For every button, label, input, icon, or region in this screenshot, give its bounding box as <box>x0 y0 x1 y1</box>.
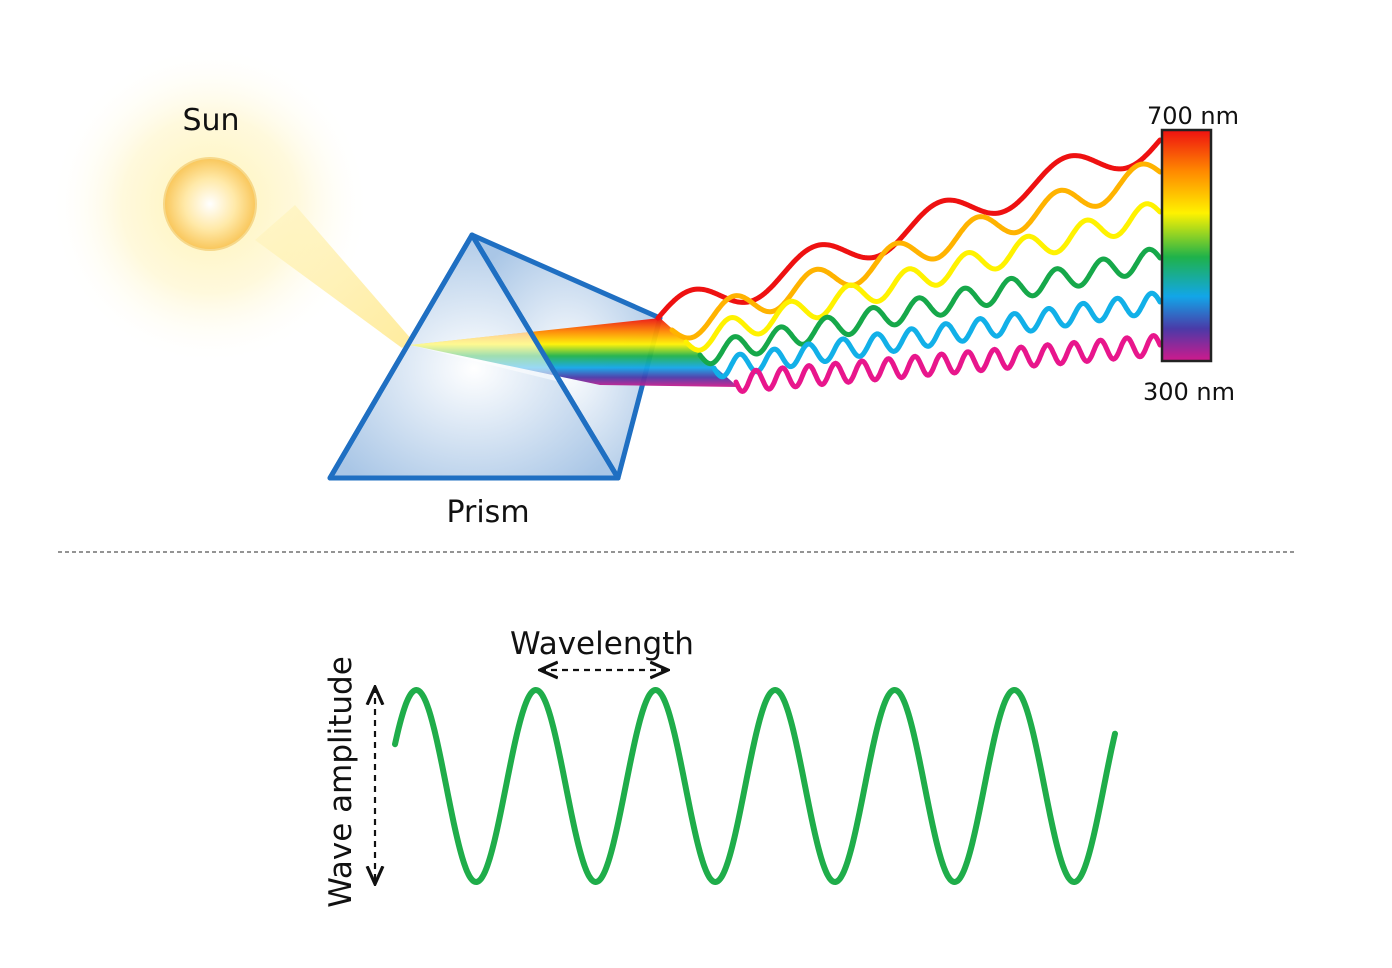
spectrum-wave-4 <box>697 246 1163 367</box>
wavelength-scale-bar <box>1160 128 1213 363</box>
scale-top-label: 700 nm <box>1147 102 1239 130</box>
sun: Sun <box>50 45 412 365</box>
wavelength-label: Wavelength <box>510 626 694 662</box>
wave-anatomy: Wavelength Wave amplitude <box>323 626 1118 908</box>
spectrum-wave-1 <box>655 137 1163 321</box>
spectrum-wave-5 <box>711 290 1163 380</box>
light-beam <box>255 205 412 348</box>
spectrum-wave-3 <box>683 201 1163 353</box>
scale-bottom-label: 300 nm <box>1143 378 1235 406</box>
prism-front-edges <box>327 232 621 481</box>
sine-wave <box>392 687 1118 885</box>
spectrum-waves <box>655 137 1163 394</box>
sun-label: Sun <box>182 103 239 138</box>
spectrum-wave-6 <box>733 333 1163 394</box>
amplitude-label: Wave amplitude <box>323 656 359 908</box>
prism: Prism <box>327 232 738 530</box>
wavelength-scale: 700 nm 300 nm <box>1143 102 1239 406</box>
dispersed-light-inside <box>410 318 738 387</box>
spectrum-wave-2 <box>669 161 1163 341</box>
prism-label: Prism <box>446 495 529 530</box>
dispersed-light-fade <box>410 332 560 382</box>
sun-disc <box>163 157 257 251</box>
